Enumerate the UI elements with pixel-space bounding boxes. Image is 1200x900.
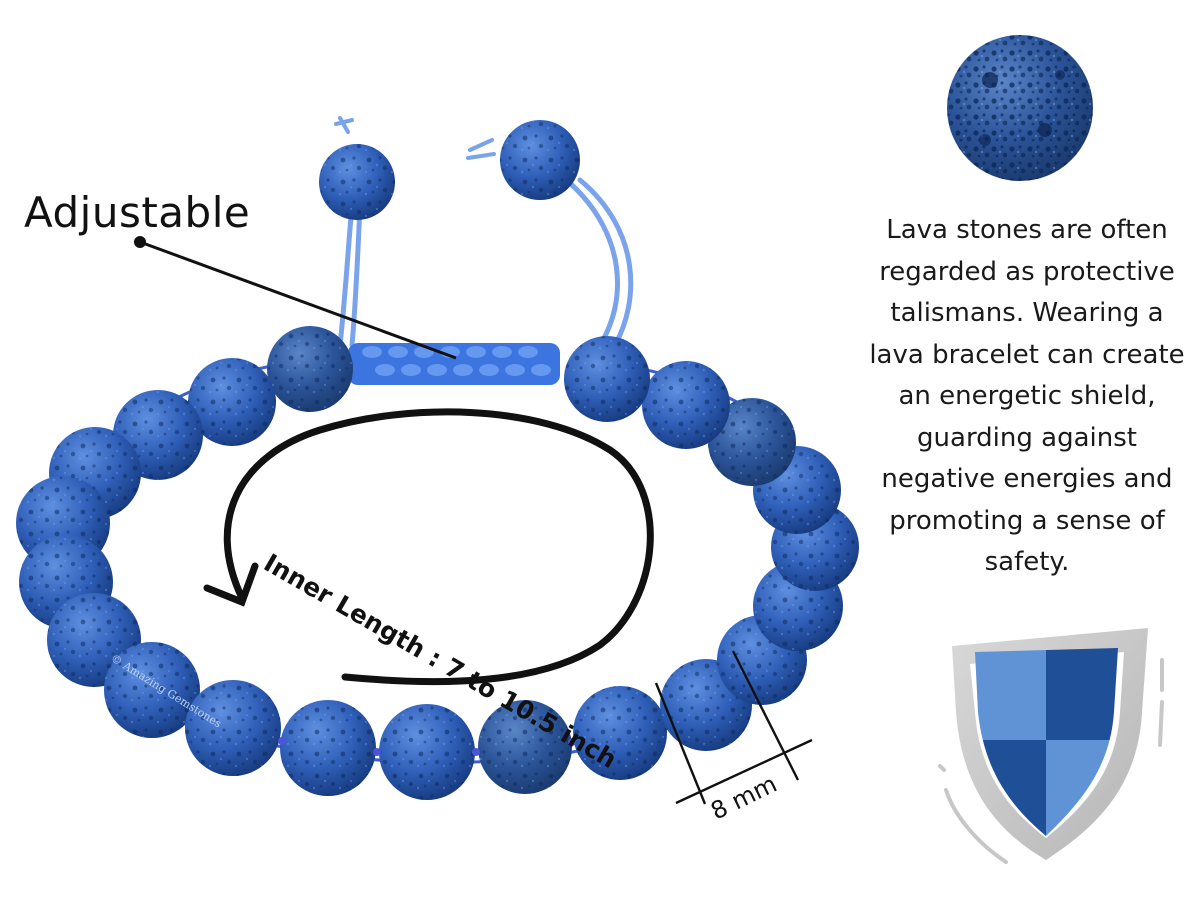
bead <box>280 700 376 796</box>
lava-description: Lava stones are often regarded as protec… <box>869 215 1185 577</box>
bead <box>104 642 200 738</box>
bead-size-dimension <box>654 650 813 805</box>
bead <box>642 361 730 449</box>
shield-icon <box>938 628 1164 864</box>
adjustable-label: Adjustable <box>24 188 251 237</box>
adjustable-pointer <box>134 236 457 360</box>
adjustable-cords <box>334 116 634 348</box>
bead <box>188 358 276 446</box>
cord-end-bead-right <box>500 120 580 200</box>
bead <box>185 680 281 776</box>
lava-bead-closeup <box>947 35 1093 181</box>
bead <box>379 704 475 800</box>
bead-size-label: 8 mm <box>706 770 781 826</box>
bead <box>564 336 650 422</box>
string-knots <box>278 737 576 756</box>
bracelet-beads <box>16 326 859 800</box>
macrame-slider-knot <box>348 343 560 385</box>
inner-length-arrow <box>203 408 654 686</box>
bead <box>267 326 353 412</box>
cord-end-bead-left <box>319 144 395 220</box>
bead <box>478 700 572 794</box>
bead <box>573 686 667 780</box>
bead <box>708 398 796 486</box>
